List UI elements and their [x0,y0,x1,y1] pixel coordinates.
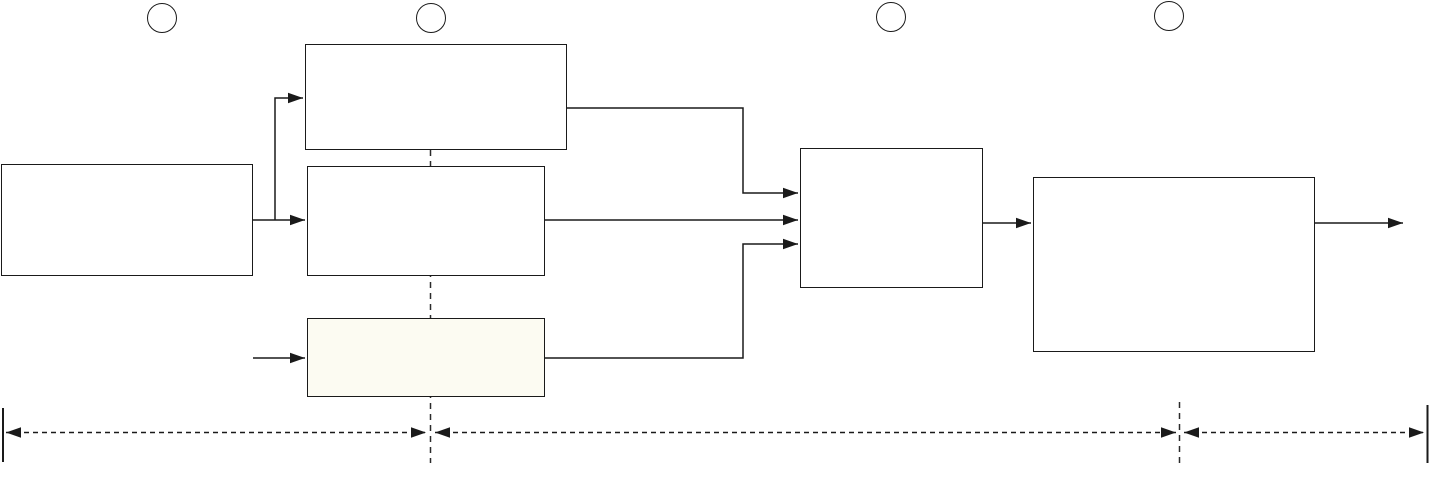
box-right-small [800,148,983,288]
box-right-large [1033,177,1315,352]
connector-left-to-top [274,92,303,220]
box-left [1,164,253,276]
callout-circle-3 [876,2,906,32]
box-top-center [305,44,567,150]
callout-circle-2 [416,3,446,33]
box-bottom-center [307,318,545,397]
box-mid-center [307,166,545,276]
callout-circle-4 [1154,1,1184,31]
connector-top-to-rightsmall [567,107,798,199]
callout-circle-1 [147,3,177,33]
connector-bottom-to-rightsmall [545,238,798,359]
